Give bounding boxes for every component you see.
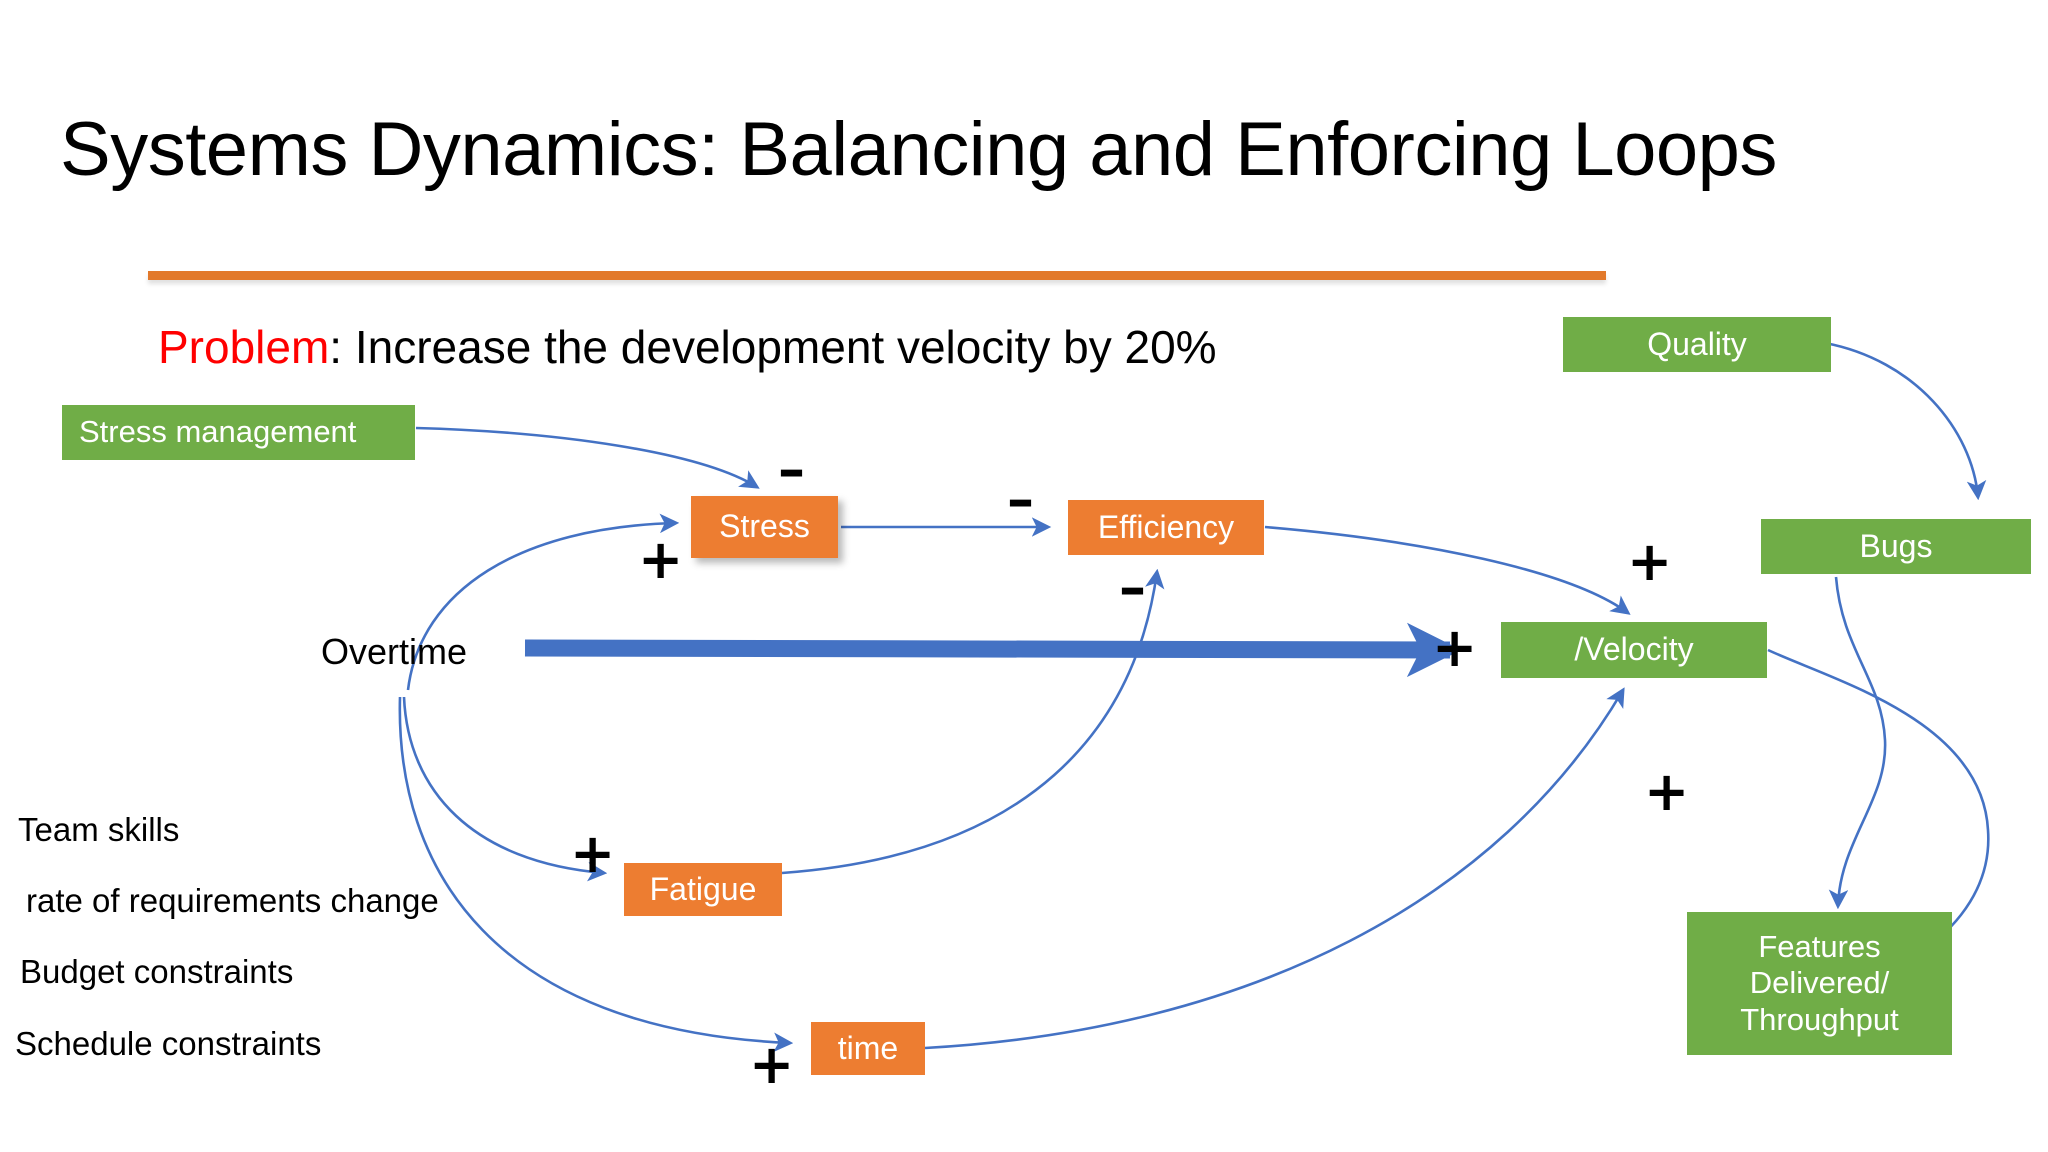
node-stress[interactable]: Stress xyxy=(691,496,838,558)
sign-stress-management-to-stress: – xyxy=(778,438,805,501)
node-velocity-label: /Velocity xyxy=(1574,631,1694,668)
problem-statement: Problem: Increase the development veloci… xyxy=(158,320,1217,374)
sign-overtime-to-velocity: + xyxy=(1432,616,1478,679)
node-quality[interactable]: Quality xyxy=(1563,317,1831,372)
sign-overtime-to-stress: + xyxy=(638,528,684,591)
node-bugs-label: Bugs xyxy=(1859,527,1933,564)
label-team-skills: Team skills xyxy=(18,811,180,848)
node-stress-label: Stress xyxy=(719,508,810,545)
page-title: Systems Dynamics: Balancing and Enforcin… xyxy=(60,107,1777,192)
node-features-line-1: Features xyxy=(1758,928,1881,964)
node-fatigue[interactable]: Fatigue xyxy=(624,863,782,916)
edge-fatigue-to-efficiency xyxy=(781,568,1165,875)
node-fatigue-label: Fatigue xyxy=(649,870,757,907)
edge-bugs-to-features xyxy=(1828,576,1887,910)
label-rate-of-requirements-change: rate of requirements change xyxy=(26,882,439,919)
title-underline-rule xyxy=(148,271,1606,280)
node-efficiency[interactable]: Efficiency xyxy=(1068,500,1264,555)
sign-overtime-to-time: + xyxy=(749,1033,795,1096)
node-stress-management[interactable]: Stress management xyxy=(62,405,415,460)
sign-fatigue-to-efficiency: – xyxy=(1119,556,1146,619)
problem-keyword: Problem xyxy=(158,321,330,373)
sign-efficiency-to-velocity: + xyxy=(1627,530,1673,593)
sign-stress-to-efficiency: – xyxy=(1007,468,1034,531)
label-overtime: Overtime xyxy=(321,631,468,672)
node-bugs[interactable]: Bugs xyxy=(1761,519,2031,574)
node-features-line-3: Throughput xyxy=(1740,1001,1899,1037)
node-features-line-2: Delivered/ xyxy=(1749,965,1890,1001)
edge-quality-to-bugs xyxy=(1824,341,1987,501)
sign-time-to-velocity: + xyxy=(1644,760,1690,823)
node-stress-management-label: Stress management xyxy=(79,414,357,450)
edge-time-to-velocity xyxy=(924,687,1625,1050)
edge-stress-management-to-stress xyxy=(415,426,760,489)
node-efficiency-label: Efficiency xyxy=(1097,508,1235,545)
node-quality-label: Quality xyxy=(1647,325,1747,362)
sign-overtime-to-fatigue: + xyxy=(570,822,616,885)
edge-overtime-to-velocity-thick xyxy=(524,622,1462,678)
node-features-delivered[interactable]: Features Delivered/ Throughput xyxy=(1687,912,1952,1055)
node-velocity[interactable]: /Velocity xyxy=(1501,622,1767,678)
edge-efficiency-to-velocity xyxy=(1264,525,1631,615)
label-schedule-constraints: Schedule constraints xyxy=(15,1025,322,1062)
label-budget-constraints: Budget constraints xyxy=(20,953,294,990)
node-time-label: time xyxy=(837,1029,899,1066)
node-time[interactable]: time xyxy=(811,1022,925,1075)
problem-description: : Increase the development velocity by 2… xyxy=(329,321,1217,373)
